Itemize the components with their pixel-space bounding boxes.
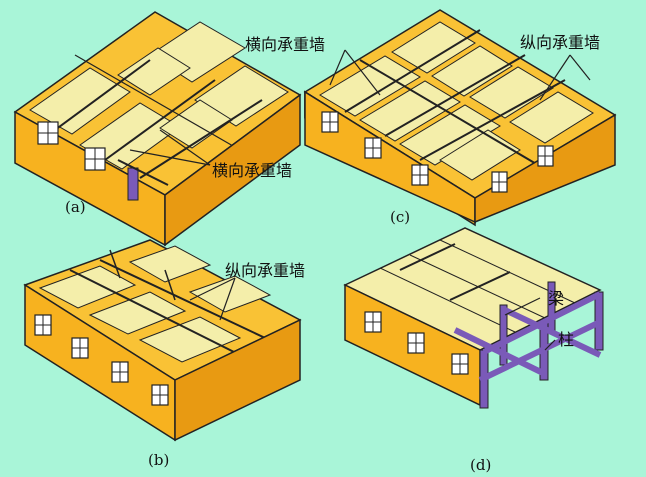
caption-b: (b)	[148, 451, 169, 469]
frame-beams	[453, 291, 602, 383]
building-c: 横向承重墙 纵向承重墙 (c)	[245, 9, 617, 227]
building-a-side	[164, 93, 301, 247]
label-d-beam: 梁	[548, 289, 564, 308]
building-a: 横向承重墙 (a)	[13, 11, 302, 247]
label-b-longitudinal-wall: 纵向承重墙	[225, 261, 305, 280]
caption-d: (d)	[470, 456, 491, 474]
label-c-transverse-wall: 横向承重墙	[245, 35, 325, 54]
building-b-side	[174, 318, 301, 442]
label-c-longitudinal-wall: 纵向承重墙	[520, 33, 600, 52]
label-d-column: 柱	[558, 330, 574, 349]
label-a-transverse-wall: 横向承重墙	[212, 161, 292, 180]
caption-c: (c)	[390, 208, 410, 226]
building-b: 纵向承重墙 (b)	[23, 239, 305, 469]
caption-a: (a)	[65, 198, 86, 216]
building-c-side	[474, 113, 616, 224]
building-d: 梁 柱 (d)	[343, 227, 604, 474]
